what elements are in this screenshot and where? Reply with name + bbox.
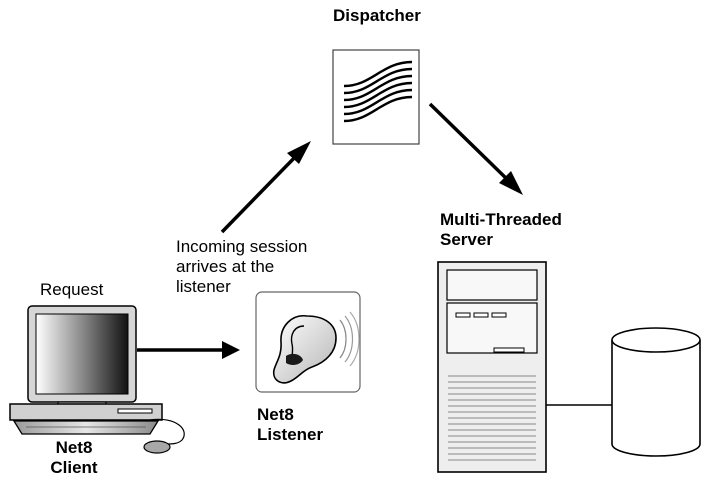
dispatcher-waves-icon	[332, 49, 420, 145]
incoming-session-label-line1: Incoming session	[176, 237, 308, 256]
incoming-session-label-line3: listener	[176, 277, 231, 296]
server-tower-icon	[437, 261, 547, 473]
mts-label-line1: Multi-Threaded	[440, 210, 562, 229]
arrow-to-dispatcher	[220, 141, 311, 234]
client-label-line1: Net8	[55, 438, 93, 457]
listener-label-line1: Net8	[257, 405, 294, 424]
mts-label-line2: Server	[440, 230, 493, 249]
client-label-line2: Client	[50, 458, 98, 477]
desktop-computer-icon	[9, 305, 185, 454]
ear-icon	[255, 291, 361, 393]
listener-label-line2: Listener	[257, 425, 324, 444]
request-label: Request	[40, 280, 104, 299]
dispatcher-label: Dispatcher	[333, 6, 421, 25]
arrow-to-server	[428, 102, 523, 195]
database-cylinder-icon	[611, 327, 701, 457]
arrow-to-listener	[137, 341, 240, 359]
incoming-session-label-line2: arrives at the	[176, 257, 275, 276]
